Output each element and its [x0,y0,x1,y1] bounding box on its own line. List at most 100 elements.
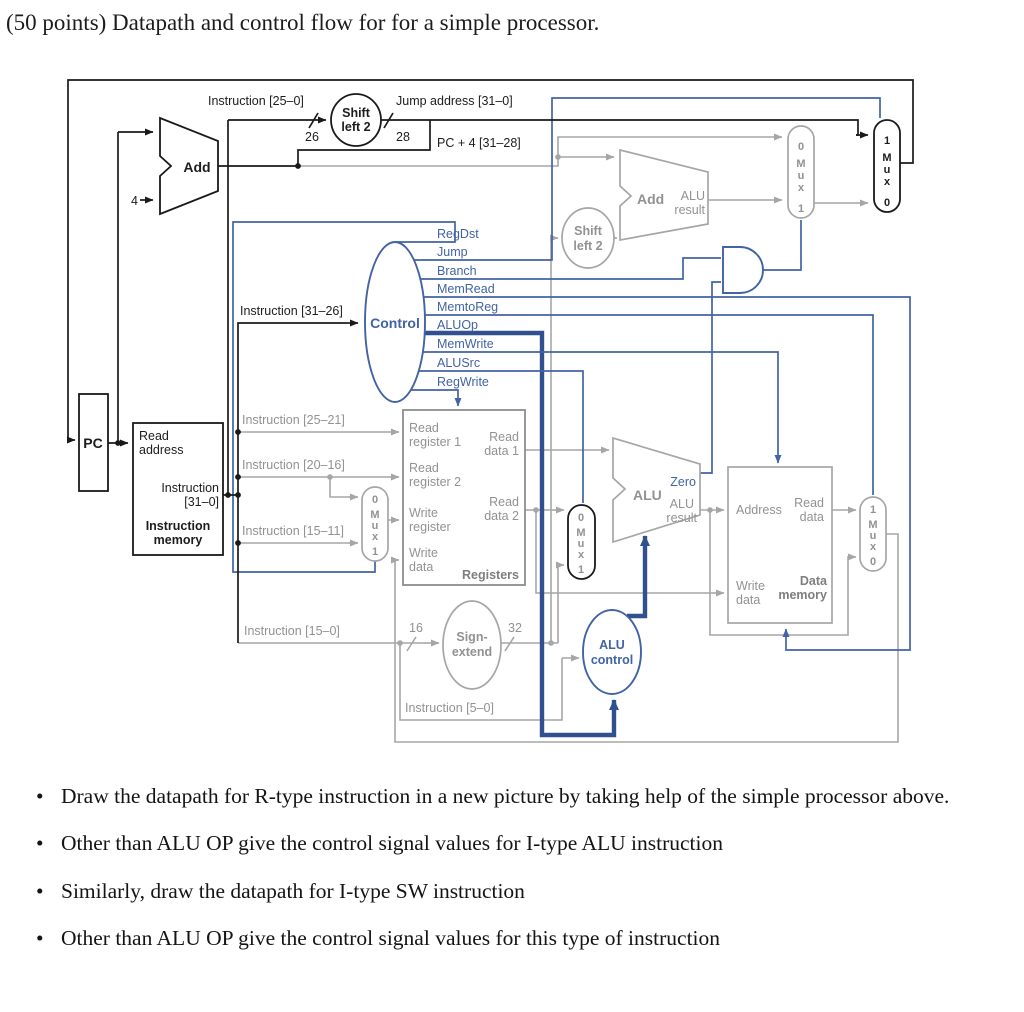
mux-letter-u: u [870,530,877,542]
datapath-diagram: Instruction [25–0] Jump address [31–0] 2… [67,79,914,743]
question-title: (50 points) Datapath and control flow fo… [6,10,600,35]
pc-adder-label: Add [183,159,210,175]
memtoreg-mux-0: 0 [870,556,876,568]
shift-branch-label-1: Shift [574,224,603,238]
jump-address-wire [228,119,859,136]
sign-extend-wires [238,238,563,721]
branch-wire [395,257,721,280]
branch-adder [619,148,709,242]
alu-result-2: result [666,511,697,525]
mux-letter-x: x [578,549,585,561]
branch-adder-label: Add [637,191,664,207]
aluop-wire [395,330,617,738]
data-memory-box [727,466,833,624]
regdst-mux [361,486,389,562]
alusrc-wire [395,370,584,503]
memtoreg-mux [859,496,887,572]
signal-memwrite: MemWrite [437,337,494,351]
rf-readreg2-a: Read [409,461,439,475]
pc4-to-branch-wires [298,136,774,167]
alusrc-mux [567,504,596,580]
rf-readdata2-a: Read [489,495,519,509]
dm-readdata-2: data [800,510,824,524]
dm-writedata-2: data [736,593,760,607]
branch-mux-0: 0 [798,141,804,153]
gray-datapath-wires [238,133,899,743]
regdst-mux-1: 1 [372,546,378,558]
dm-name-1: Data [800,574,828,588]
signal-memread: MemRead [437,282,495,296]
mux-letter-x: x [798,182,805,194]
jump-mux-0: 0 [884,197,890,209]
instruction-bus [223,120,343,643]
and-to-branchmux-wire [762,220,802,271]
instr-25-21-label: Instruction [25–21] [242,413,345,427]
mux-letter-u: u [884,164,891,176]
alu-zero-label: Zero [670,475,696,489]
im-instruction-label: Instruction [161,481,219,495]
im-read-label: Read [139,429,169,443]
memread-wire [395,296,911,651]
rf-readdata1-a: Read [489,430,519,444]
signal-aluop: ALUOp [437,318,478,332]
memtoreg-wire [395,314,874,495]
regwrite-wire [395,389,459,400]
signal-regwrite: RegWrite [437,375,489,389]
pc-register [78,393,109,492]
im-bits-label: [31–0] [184,495,219,509]
alu-control-label-2: control [591,653,633,667]
jump-wraparound-wire [67,79,914,440]
rf-readdata1-b: data 1 [484,444,519,458]
im-name-2: memory [154,533,203,547]
junction-dot [327,474,333,480]
dm-name-2: memory [778,588,827,602]
instr-20-16-label: Instruction [20–16] [242,458,345,472]
sign-extend-label-2: extend [452,645,492,659]
alusrc-mux-0: 0 [578,512,584,524]
branch-mux [787,125,815,219]
mux-letter-m: M [576,527,585,539]
dm-address-label: Address [736,503,782,517]
mux-letter-m: M [868,519,877,531]
bullet-item: Other than ALU OP give the control signa… [30,827,978,860]
mux-letter-u: u [578,538,585,550]
register-read-wires [525,449,712,594]
jump-address-label: Jump address [31–0] [396,94,513,108]
main-alu [612,436,701,544]
alusrc-mux-1: 1 [578,564,584,576]
black-fetch-wires [67,79,914,643]
mux-labels: 0 M u x 1 0 M u x 1 0 M u x 1 1 M u x 0 … [370,135,891,576]
width-26-label: 26 [305,130,319,144]
junction-dot [707,507,713,513]
instr-25-0-label: Instruction [25–0] [208,94,304,108]
junction-dot [235,474,241,480]
junction-dot [235,540,241,546]
signal-jump: Jump [437,245,468,259]
instr-15-0-label: Instruction [15–0] [244,624,340,638]
sign-extend-oval [442,600,502,690]
pc-plus4-label: PC + 4 [31–28] [437,136,521,150]
pc-adder [159,116,219,216]
regdst-wire [232,221,456,573]
junction-dot [397,640,403,646]
registers-box [402,409,526,586]
component-labels: PC Add Shift left 2 Control Read address… [83,106,828,667]
instr-15-11-label: Instruction [15–11] [242,524,344,538]
question-bullet-list: Draw the datapath for R-type instruction… [30,780,978,969]
shift-left-2-branch-oval [561,207,615,269]
junction-dot [295,163,301,169]
rf-writedata-b: data [409,560,433,574]
shift-left-2-jump-oval [330,93,382,147]
bullet-item: Draw the datapath for R-type instruction… [30,780,978,813]
control-label: Control [370,315,420,331]
mux-letter-m: M [796,158,805,170]
instruction-field-wires [238,431,392,544]
jump-mux-1: 1 [884,135,890,147]
mux-letter-x: x [372,531,379,543]
mux-letter-m: M [882,152,891,164]
alu-label: ALU [633,487,662,503]
branch-adder-result-2: result [674,203,705,217]
memtoreg-mux-1: 1 [870,504,876,516]
rf-readreg2-b: register 2 [409,475,461,489]
